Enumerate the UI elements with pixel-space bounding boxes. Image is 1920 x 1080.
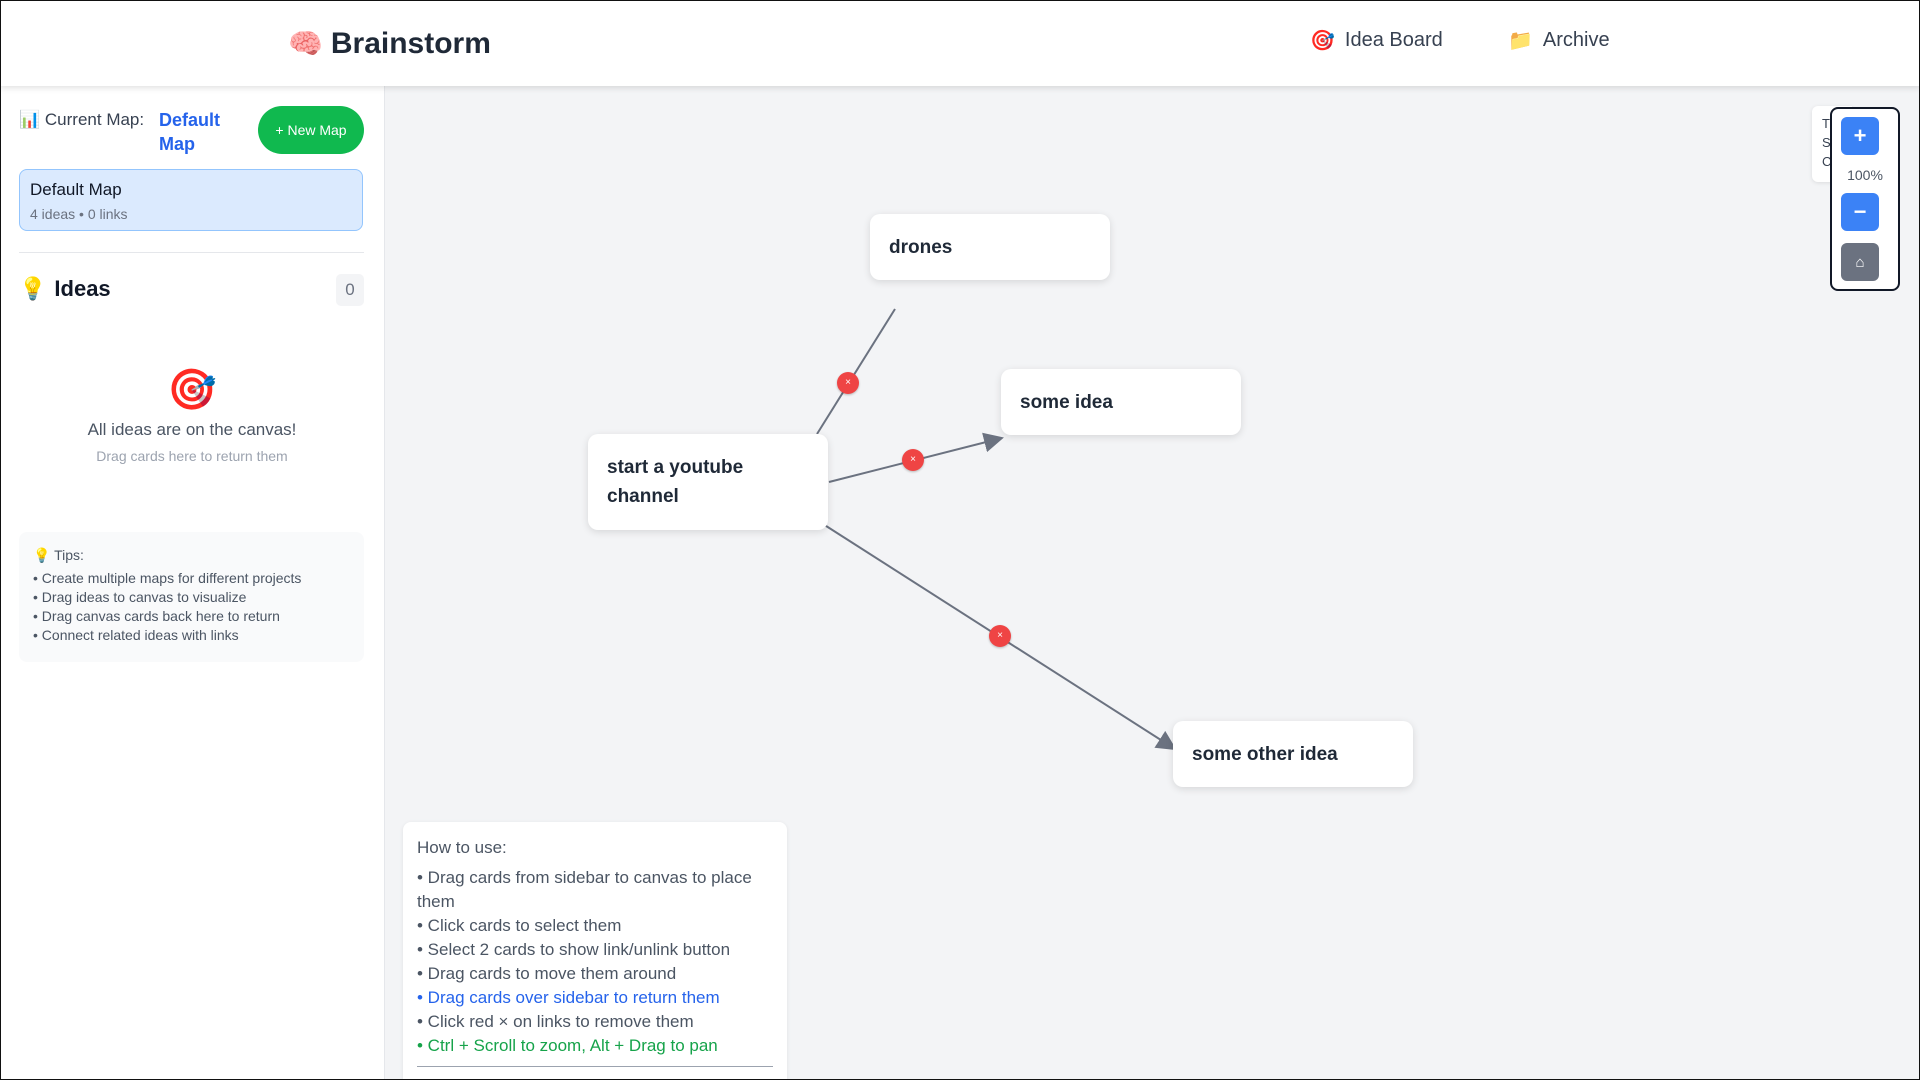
help-heading: How to use: [417, 838, 507, 857]
nav-archive-label: Archive [1542, 29, 1610, 51]
help-item: • Click red × on links to remove them [417, 1012, 694, 1031]
help-item: • Drag cards from sidebar to canvas to p… [417, 868, 752, 911]
tips-heading: 💡 Tips: [33, 547, 84, 563]
target-icon: 🎯 [167, 368, 217, 412]
home-icon[interactable]: ⌂ [1841, 243, 1879, 281]
divider [417, 1066, 773, 1067]
idea-card[interactable]: start a youtube channel [588, 434, 828, 530]
help-item: • Ctrl + Scroll to zoom, Alt + Drag to p… [417, 1036, 718, 1055]
chart-icon: 📊 [19, 110, 41, 129]
empty-state-title: All ideas are on the canvas! [87, 420, 297, 439]
ideas-title: Ideas [54, 276, 111, 301]
tip-item: • Drag canvas cards back here to return [33, 608, 280, 624]
help-item: • Drag cards to move them around [417, 964, 677, 983]
unlink-button[interactable]: × [989, 625, 1011, 647]
unlink-button[interactable]: × [837, 372, 859, 394]
unlink-button[interactable]: × [902, 449, 924, 471]
tip-item: • Connect related ideas with links [33, 627, 239, 643]
link-center-drones [816, 308, 896, 435]
brand[interactable]: 🧠 Brainstorm [288, 24, 491, 64]
idea-card[interactable]: drones [870, 214, 1110, 280]
map-list-item[interactable]: Default Map 4 ideas • 0 links [19, 169, 363, 231]
tip-item: • Create multiple maps for different pro… [33, 570, 302, 586]
zoom-in-button[interactable]: + [1841, 117, 1879, 155]
empty-state-subtitle: Drag cards here to return them [96, 448, 288, 464]
target-icon: 🎯 [1310, 30, 1335, 52]
help-item: • Click cards to select them [417, 916, 622, 935]
tip-item: • Drag ideas to canvas to visualize [33, 589, 247, 605]
folder-icon: 📁 [1508, 30, 1533, 52]
map-card-name: Default Map [30, 180, 122, 199]
help-panel: How to use: • Drag cards from sidebar to… [403, 822, 787, 1080]
idea-card[interactable]: some idea [1001, 369, 1241, 435]
nav-idea-board-label: Idea Board [1344, 29, 1443, 51]
idea-canvas[interactable]: × × × start a youtube channel drones som… [385, 86, 1920, 1080]
divider [19, 252, 364, 253]
help-item: • Drag cards over sidebar to return them [417, 988, 720, 1007]
sidebar[interactable]: 📊 Current Map: Default Map + New Map Def… [0, 86, 385, 1080]
current-map-name[interactable]: Default Map [159, 110, 221, 154]
tips-box: 💡 Tips: • Create multiple maps for diffe… [19, 532, 364, 662]
current-map-label: 📊 Current Map: [19, 110, 145, 129]
ideas-heading: 💡 Ideas [19, 276, 111, 302]
zoom-controls: + 100% − ⌂ [1830, 107, 1900, 291]
lightbulb-icon: 💡 [19, 276, 47, 301]
zoom-out-button[interactable]: − [1841, 193, 1879, 231]
map-card-meta: 4 ideas • 0 links [30, 206, 128, 222]
new-map-button[interactable]: + New Map [258, 106, 364, 154]
app-title: Brainstorm [330, 27, 491, 60]
nav-idea-board[interactable]: 🎯 Idea Board [1310, 28, 1443, 53]
ideas-count-badge: 0 [336, 274, 364, 306]
idea-card[interactable]: some other idea [1173, 721, 1413, 787]
help-item: • Select 2 cards to show link/unlink but… [417, 940, 731, 959]
nav-archive[interactable]: 📁 Archive [1508, 28, 1610, 53]
brain-icon: 🧠 [288, 28, 323, 59]
zoom-level: 100% [1847, 167, 1883, 183]
app-header: 🧠 Brainstorm 🎯 Idea Board 📁 Archive [0, 0, 1920, 86]
